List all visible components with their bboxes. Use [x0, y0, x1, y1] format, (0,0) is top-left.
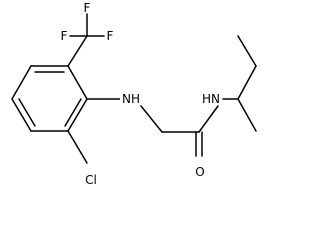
trifluoromethyl-group: F F F — [61, 1, 114, 67]
bond-ring-to-cl — [67, 130, 88, 164]
chloro-substituent: Cl — [67, 130, 97, 187]
bond-ring-to-cf3-carbon — [67, 35, 88, 67]
benzene-ring — [11, 65, 88, 132]
bond-carbonyl-to-nh — [198, 105, 219, 133]
bond-ch-to-methyl — [237, 98, 257, 132]
ring-bond-c5-c6 — [11, 65, 32, 100]
atom-label-f-left: F — [61, 29, 68, 43]
ring-bond-c2-c3 — [67, 98, 88, 132]
atom-label-f-right: F — [107, 29, 114, 43]
bond-ethyl-ch2-to-ch3 — [237, 35, 257, 67]
ring-bond-c4-c5 — [11, 98, 32, 132]
nh-aryl-label-background — [120, 91, 142, 107]
sec-butyl-group — [222, 35, 257, 132]
atom-label-cl: Cl — [85, 173, 97, 187]
bond-ch-to-ethyl-ch2 — [237, 65, 257, 100]
atom-label-nh-amide: HN — [202, 92, 220, 106]
glycinamide-linker: NH O HN — [86, 91, 220, 179]
bond-nh-to-ch2 — [140, 105, 163, 133]
ring-double-bond-inner-right — [64, 98, 82, 127]
atom-label-f-top: F — [84, 1, 91, 15]
chemical-structure-diagram: F F F Cl NH O HN — [11, 1, 257, 187]
atom-label-nh-aryl: NH — [122, 92, 140, 106]
ring-bond-c1-c2 — [67, 65, 88, 100]
atom-label-o: O — [195, 165, 204, 179]
ring-double-bond-inner-left — [18, 98, 36, 127]
